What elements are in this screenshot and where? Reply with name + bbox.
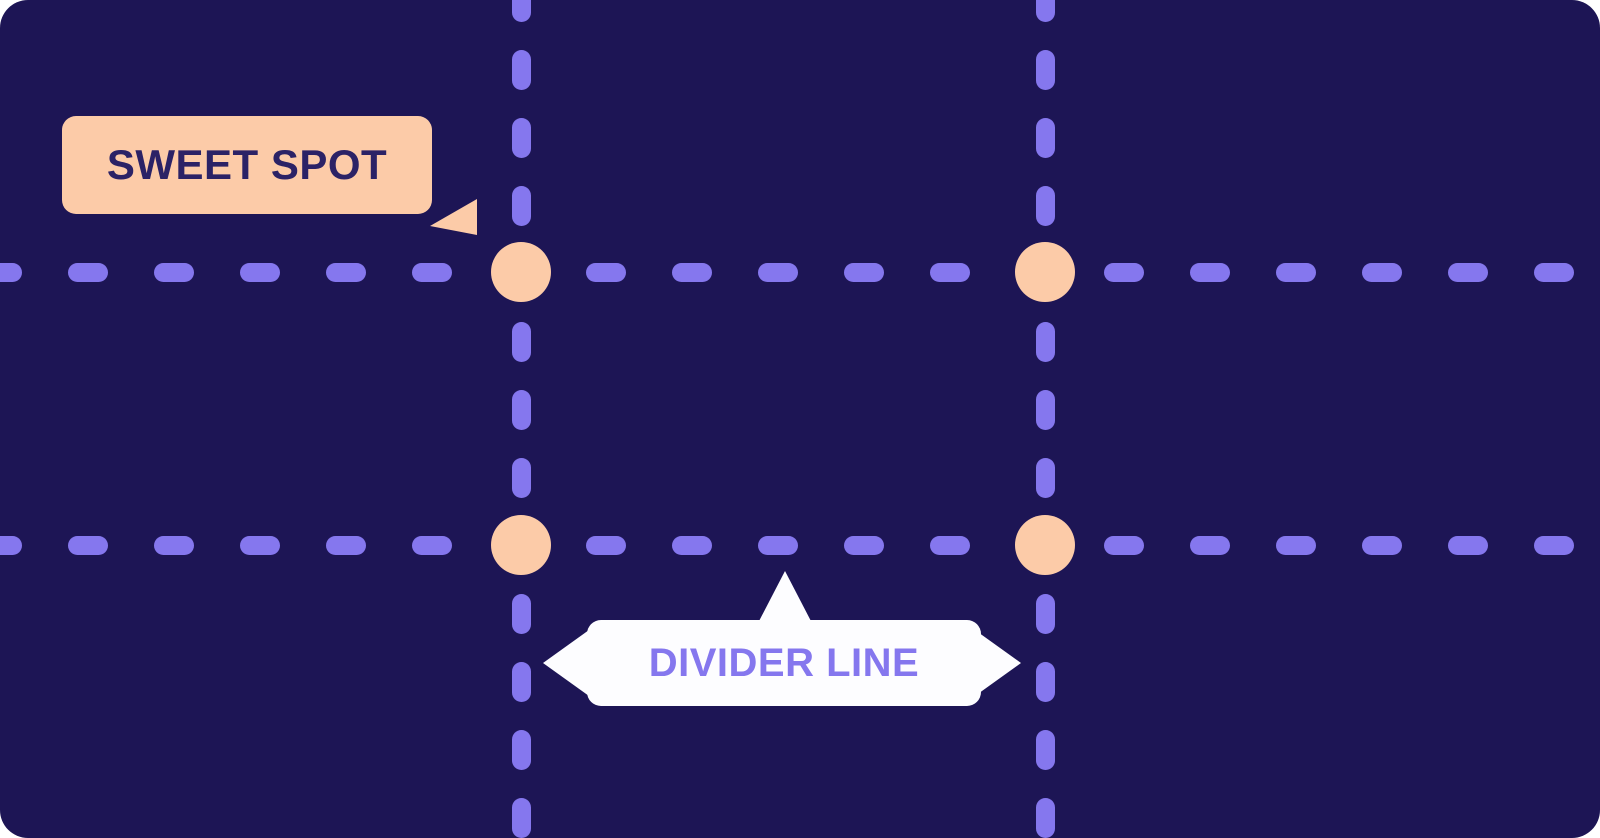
dash-segment <box>1036 50 1055 90</box>
dash-segment <box>0 536 22 555</box>
dash-segment <box>240 263 280 282</box>
dash-segment <box>1104 536 1144 555</box>
dash-segment <box>758 536 798 555</box>
dash-segment <box>1036 186 1055 226</box>
dash-segment <box>1036 390 1055 430</box>
dash-segment <box>1036 458 1055 498</box>
dash-segment <box>1036 662 1055 702</box>
dash-segment <box>1036 322 1055 362</box>
divider-pointer-up-icon <box>757 571 813 625</box>
dash-segment <box>930 536 970 555</box>
dash-segment <box>512 390 531 430</box>
intersection-node-dot[interactable] <box>1015 515 1075 575</box>
sweet-spot-callout[interactable]: SWEET SPOT <box>62 116 477 235</box>
dash-segment <box>1036 798 1055 838</box>
divider-line-bubble: DIVIDER LINE <box>587 620 981 706</box>
dash-segment <box>1448 536 1488 555</box>
divider-line-label: DIVIDER LINE <box>648 640 920 685</box>
dash-segment <box>326 536 366 555</box>
intersection-node-dot[interactable] <box>491 242 551 302</box>
dash-segment <box>512 50 531 90</box>
divider-line-callout[interactable]: DIVIDER LINE <box>543 563 1023 708</box>
dash-segment <box>68 263 108 282</box>
dash-segment <box>844 263 884 282</box>
intersection-node-dot[interactable] <box>1015 242 1075 302</box>
intersection-node-dot[interactable] <box>491 515 551 575</box>
dash-segment <box>844 536 884 555</box>
dash-segment <box>412 263 452 282</box>
dash-segment <box>512 458 531 498</box>
dash-segment <box>512 0 531 22</box>
dash-segment <box>1276 536 1316 555</box>
dash-segment <box>1448 263 1488 282</box>
dash-segment <box>512 730 531 770</box>
dash-segment <box>512 662 531 702</box>
divider-pointer-left-icon <box>543 630 589 696</box>
dash-segment <box>1362 536 1402 555</box>
dash-segment <box>240 536 280 555</box>
dash-segment <box>1276 263 1316 282</box>
dash-segment <box>412 536 452 555</box>
dash-segment <box>1190 536 1230 555</box>
dash-segment <box>1036 0 1055 22</box>
sweet-spot-label: SWEET SPOT <box>106 141 388 188</box>
dash-segment <box>512 118 531 158</box>
dash-segment <box>1534 263 1574 282</box>
dash-segment <box>512 594 531 634</box>
dash-segment <box>758 263 798 282</box>
dash-segment <box>512 322 531 362</box>
dash-segment <box>512 798 531 838</box>
dash-segment <box>326 263 366 282</box>
sweet-spot-bubble: SWEET SPOT <box>62 116 432 214</box>
dash-segment <box>154 263 194 282</box>
divider-pointer-right-icon <box>975 630 1021 696</box>
dash-segment <box>1534 536 1574 555</box>
dash-segment <box>154 536 194 555</box>
dash-segment <box>586 536 626 555</box>
dash-segment <box>68 536 108 555</box>
dash-segment <box>672 536 712 555</box>
dash-segment <box>930 263 970 282</box>
dash-segment <box>512 186 531 226</box>
dash-segment <box>672 263 712 282</box>
dash-segment <box>1036 594 1055 634</box>
dash-segment <box>586 263 626 282</box>
sweet-spot-pointer-icon <box>430 199 477 235</box>
dash-segment <box>1104 263 1144 282</box>
dash-segment <box>0 263 22 282</box>
dash-segment <box>1362 263 1402 282</box>
dash-segment <box>1036 730 1055 770</box>
dash-segment <box>1190 263 1230 282</box>
dash-segment <box>1036 118 1055 158</box>
